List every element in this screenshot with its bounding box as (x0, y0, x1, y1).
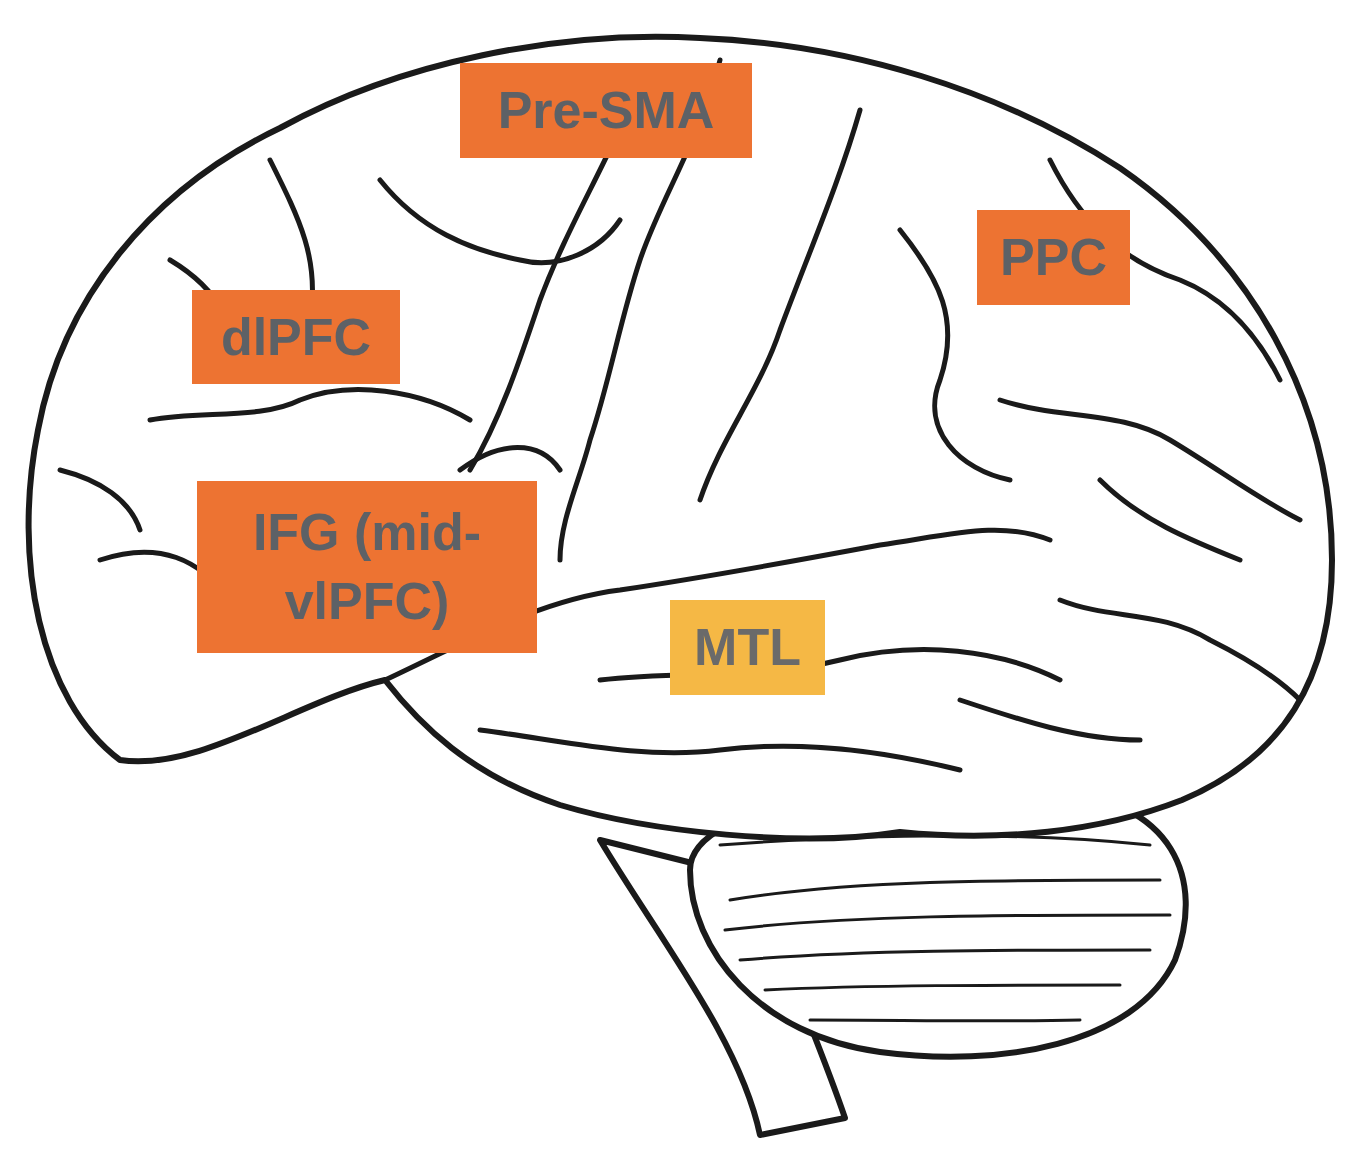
region-label-highlight: MTL (670, 600, 825, 695)
region-label: IFG (mid-vlPFC) (197, 481, 537, 653)
region-name: Pre-SMA (498, 76, 715, 145)
region-name: dlPFC (221, 303, 371, 372)
cerebrum-outline (29, 37, 1332, 839)
region-name: PPC (1000, 223, 1107, 292)
region-label: Pre-SMA (460, 63, 752, 158)
region-label: PPC (977, 210, 1130, 305)
region-name: IFG (mid-vlPFC) (197, 498, 537, 635)
region-name: MTL (694, 613, 801, 682)
region-label: dlPFC (192, 290, 400, 384)
